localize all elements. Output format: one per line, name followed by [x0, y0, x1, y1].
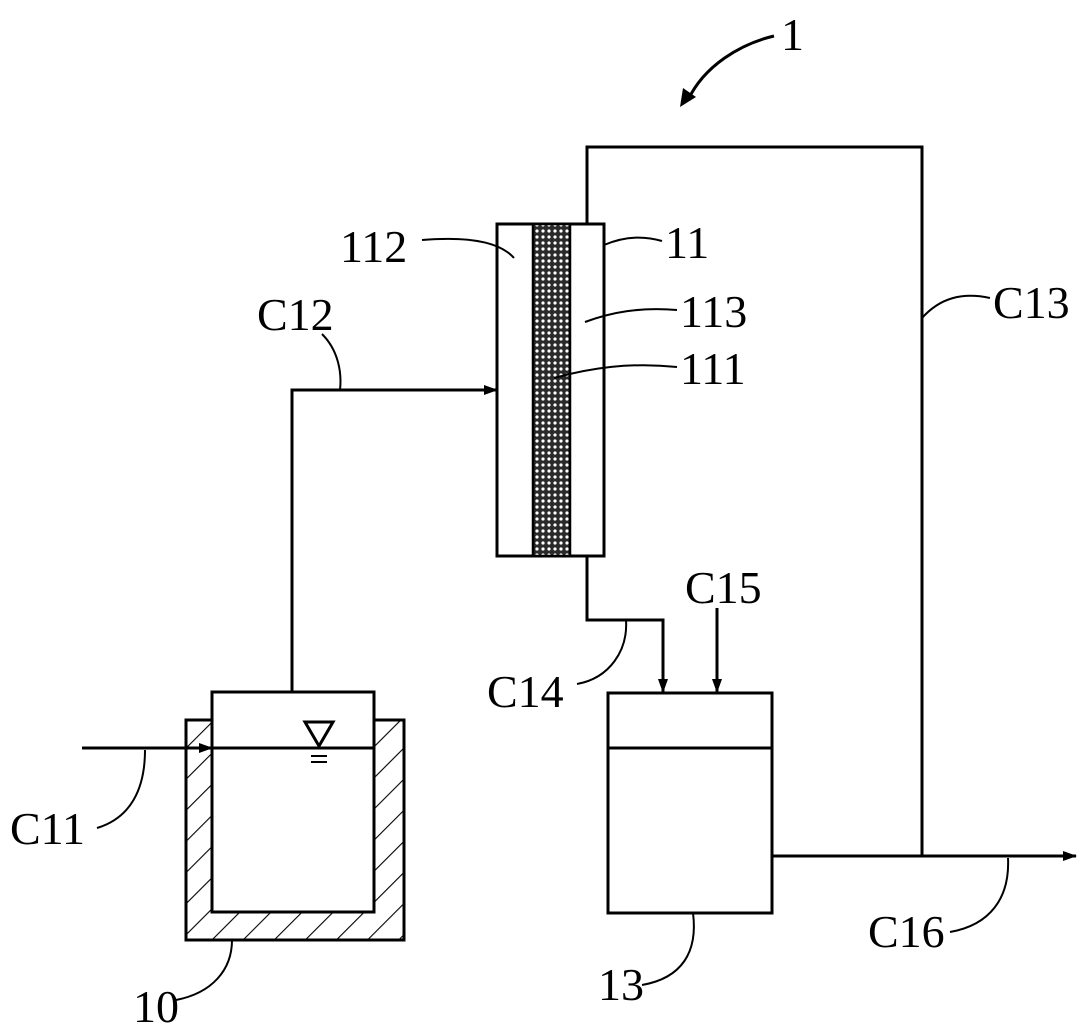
level-indicator-icon — [302, 720, 336, 749]
stream-c16-leader — [949, 857, 1010, 933]
vessel — [606, 691, 774, 915]
tank — [210, 690, 376, 914]
column — [495, 222, 606, 558]
stream-c11-leader — [96, 749, 146, 829]
label-right-chamber: 113 — [680, 286, 747, 337]
system-arrow-head — [680, 88, 696, 107]
leader-111 — [553, 364, 678, 379]
leader-10 — [175, 939, 233, 1001]
label-stream-c16: C16 — [868, 906, 945, 957]
label-stream-c15: C15 — [685, 562, 762, 613]
label-column: 11 — [665, 217, 709, 268]
leader-113 — [584, 308, 678, 323]
leader-13 — [641, 912, 695, 986]
label-vessel: 13 — [598, 959, 644, 1010]
label-stream-c11: C11 — [10, 803, 85, 854]
stream-c13-leader — [921, 294, 991, 319]
stream-c12-line — [290, 385, 498, 692]
label-stream-c12: C12 — [257, 289, 334, 340]
system-arrow — [686, 34, 775, 101]
stream-c13-line — [585, 145, 924, 856]
leader-112 — [421, 237, 515, 259]
label-tank: 10 — [133, 981, 179, 1031]
label-system: 1 — [781, 9, 804, 60]
label-stream-c14: C14 — [487, 666, 564, 717]
label-stream-c13: C13 — [993, 277, 1070, 328]
label-left-chamber: 112 — [340, 221, 407, 272]
stream-c14-line — [585, 556, 668, 693]
label-membrane: 111 — [680, 343, 746, 394]
stream-c12-leader — [321, 333, 342, 391]
leader-11 — [603, 236, 663, 246]
membrane-layer — [531, 222, 572, 558]
stream-c14-leader — [576, 619, 628, 685]
